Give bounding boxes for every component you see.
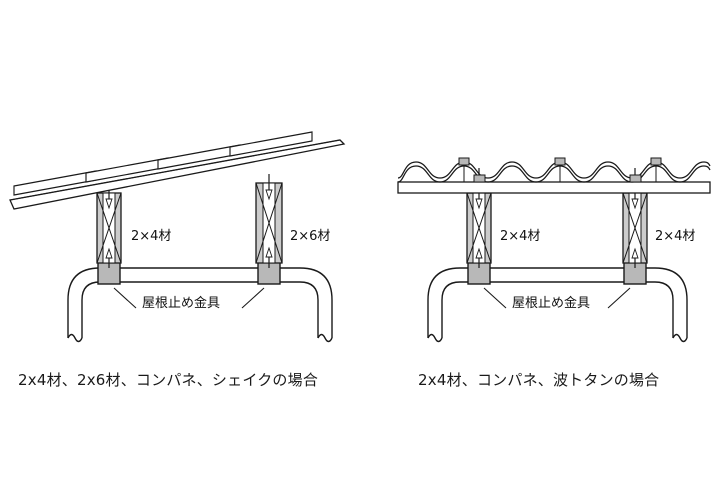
label-right-bracket: 屋根止め金具 xyxy=(512,295,590,311)
post-left-2x4 xyxy=(96,186,122,268)
label-left-post-2x6: 2×6材 xyxy=(290,229,330,244)
label-right-post-2x4-a: 2×4材 xyxy=(500,229,540,244)
leader-lines-right xyxy=(483,287,631,309)
corrugated-metal-roof-right xyxy=(397,161,711,183)
shake-shingles-left xyxy=(13,131,313,196)
caption-left-figure: 2x4材、2x6材、コンパネ、シェイクの場合 xyxy=(18,371,319,389)
post-right-2x4-a xyxy=(466,168,492,268)
post-right-2x4-b xyxy=(622,168,648,268)
label-left-bracket: 屋根止め金具 xyxy=(142,295,220,311)
caption-right-figure: 2x4材、コンパネ、波トタンの場合 xyxy=(418,371,660,389)
sloped-plywood-board-left xyxy=(9,139,346,210)
roof-fasteners-right xyxy=(458,157,662,183)
flat-plywood-board-right xyxy=(397,181,711,194)
label-right-post-2x4-b: 2×4材 xyxy=(655,229,695,244)
post-left-2x6 xyxy=(255,174,283,268)
label-left-post-2x4: 2×4材 xyxy=(131,229,171,244)
leader-lines-left xyxy=(113,287,265,309)
pipe-arch-frame-left xyxy=(67,267,333,343)
pipe-arch-frame-right xyxy=(427,267,688,343)
figure-right: 2×4材 2×4材 屋根止め金具 xyxy=(397,157,711,343)
figure-left: 2×4材 2×6材 屋根止め金具 xyxy=(9,131,346,343)
